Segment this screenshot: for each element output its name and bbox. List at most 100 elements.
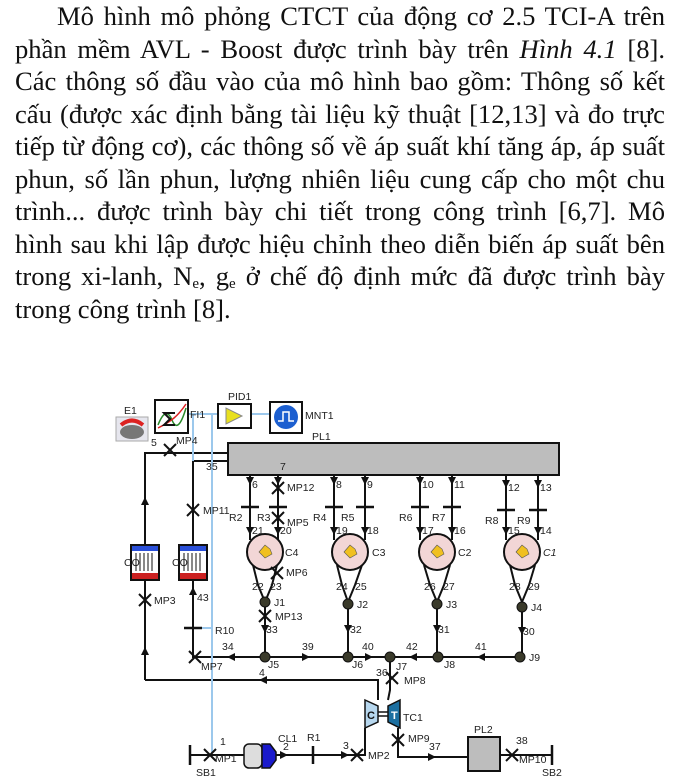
label-p16: 16 <box>454 525 466 537</box>
label-j9: J9 <box>529 652 540 664</box>
measuring-point-mp10[interactable] <box>505 748 519 762</box>
monitor-icon[interactable] <box>269 401 303 434</box>
junction-j5[interactable] <box>259 651 271 663</box>
cylinder-c4[interactable] <box>246 533 284 571</box>
flow-arrow-icon <box>477 653 485 661</box>
label-p17: 17 <box>422 525 434 537</box>
measuring-point-mp4[interactable] <box>163 443 177 457</box>
junction-j8[interactable] <box>432 651 444 663</box>
flow-arrow-icon <box>428 753 436 761</box>
label-j3: J3 <box>446 599 457 611</box>
label-p27: 27 <box>443 581 455 593</box>
flow-arrow-icon <box>365 653 373 661</box>
measuring-point-mp8[interactable] <box>385 671 399 685</box>
junction-j4[interactable] <box>516 601 528 613</box>
junction-j6[interactable] <box>342 651 354 663</box>
label-p26: 26 <box>424 581 436 593</box>
cooler-co2[interactable] <box>178 544 208 581</box>
flow-arrow-icon <box>341 751 349 759</box>
flow-arrow-icon <box>141 647 149 655</box>
label-p38: 38 <box>516 735 528 747</box>
label-p34: 34 <box>222 641 234 653</box>
formula-interpreter-icon[interactable] <box>154 399 189 434</box>
measuring-point-mp7[interactable] <box>188 650 202 664</box>
cylinder-c2[interactable] <box>418 533 456 571</box>
flow-arrow-icon <box>246 477 254 485</box>
flow-arrow-icon <box>518 627 526 635</box>
label-c1: C1 <box>543 547 556 559</box>
measuring-point-mp11[interactable] <box>186 503 200 517</box>
figure-reference: Hình 4.1 <box>519 33 617 64</box>
measuring-point-mp3[interactable] <box>138 593 152 607</box>
flow-arrow-icon <box>261 625 269 633</box>
label-mp10: MP10 <box>519 754 547 766</box>
flow-arrow-icon <box>433 625 441 633</box>
flow-arrow-icon <box>502 527 510 535</box>
junction-j1[interactable] <box>259 596 271 608</box>
pid-controller-icon[interactable] <box>217 403 252 429</box>
label-p29: 29 <box>528 581 540 593</box>
label-p43: 43 <box>197 592 209 604</box>
label-j4: J4 <box>531 602 542 614</box>
label-p7: 7 <box>280 461 286 473</box>
label-p28: 28 <box>509 581 521 593</box>
label-j7: J7 <box>396 661 407 673</box>
measuring-point-mp9[interactable] <box>391 733 405 747</box>
flow-arrow-icon <box>302 653 310 661</box>
label-c2: C2 <box>458 547 472 559</box>
measuring-point-mp12[interactable] <box>271 481 285 495</box>
flow-arrow-icon <box>344 625 352 633</box>
flow-arrow-icon <box>280 751 288 759</box>
label-p2: 2 <box>283 741 289 753</box>
label-p9: 9 <box>367 479 373 491</box>
label-mp8: MP8 <box>404 675 426 687</box>
label-r4: R4 <box>313 512 327 524</box>
engine-icon[interactable] <box>115 416 149 442</box>
cylinder-c3[interactable] <box>331 533 369 571</box>
cooler-co1[interactable] <box>130 544 160 581</box>
measuring-point-mp2[interactable] <box>350 748 364 762</box>
label-p1: 1 <box>220 736 226 748</box>
label-pid1: PID1 <box>228 391 252 403</box>
flow-arrow-icon <box>409 653 417 661</box>
label-mnt1: MNT1 <box>305 410 334 422</box>
flow-arrow-icon <box>448 527 456 535</box>
flow-arrow-icon <box>361 527 369 535</box>
subscript-e: e <box>229 276 236 292</box>
label-p25: 25 <box>355 581 367 593</box>
flow-arrow-icon <box>259 676 267 684</box>
junction-j3[interactable] <box>431 598 443 610</box>
label-p18: 18 <box>367 525 379 537</box>
label-mp5: MP5 <box>287 517 309 529</box>
turbocharger-tc1[interactable] <box>364 698 401 730</box>
flow-arrow-icon <box>448 477 456 485</box>
label-p24: 24 <box>336 581 348 593</box>
label-p20: 20 <box>280 525 292 537</box>
measuring-point-mp1[interactable] <box>203 748 217 762</box>
label-co2: CO <box>172 557 188 569</box>
plenum-pl1[interactable] <box>227 442 560 476</box>
label-j6: J6 <box>352 659 363 671</box>
cylinder-c1[interactable] <box>503 533 541 571</box>
air-cleaner-cl1[interactable] <box>243 743 277 769</box>
label-sb2: SB2 <box>542 767 562 779</box>
label-r9: R9 <box>517 515 531 527</box>
plenum-pl2[interactable] <box>467 736 501 772</box>
label-pl1: PL1 <box>312 431 331 443</box>
label-p19: 19 <box>336 525 348 537</box>
label-p3: 3 <box>343 740 349 752</box>
junction-j2[interactable] <box>342 598 354 610</box>
flow-arrow-icon <box>502 480 510 488</box>
label-p30: 30 <box>523 626 535 638</box>
label-p40: 40 <box>362 641 374 653</box>
junction-j7[interactable] <box>384 651 396 663</box>
measuring-point-mp13[interactable] <box>258 609 272 623</box>
label-r6: R6 <box>399 512 413 524</box>
flow-arrow-icon <box>141 497 149 505</box>
label-c-mark: C <box>367 710 375 722</box>
junction-j9[interactable] <box>514 651 526 663</box>
measuring-point-mp5[interactable] <box>271 511 285 525</box>
measuring-point-mp6[interactable] <box>270 566 284 580</box>
label-p33: 33 <box>266 624 278 636</box>
